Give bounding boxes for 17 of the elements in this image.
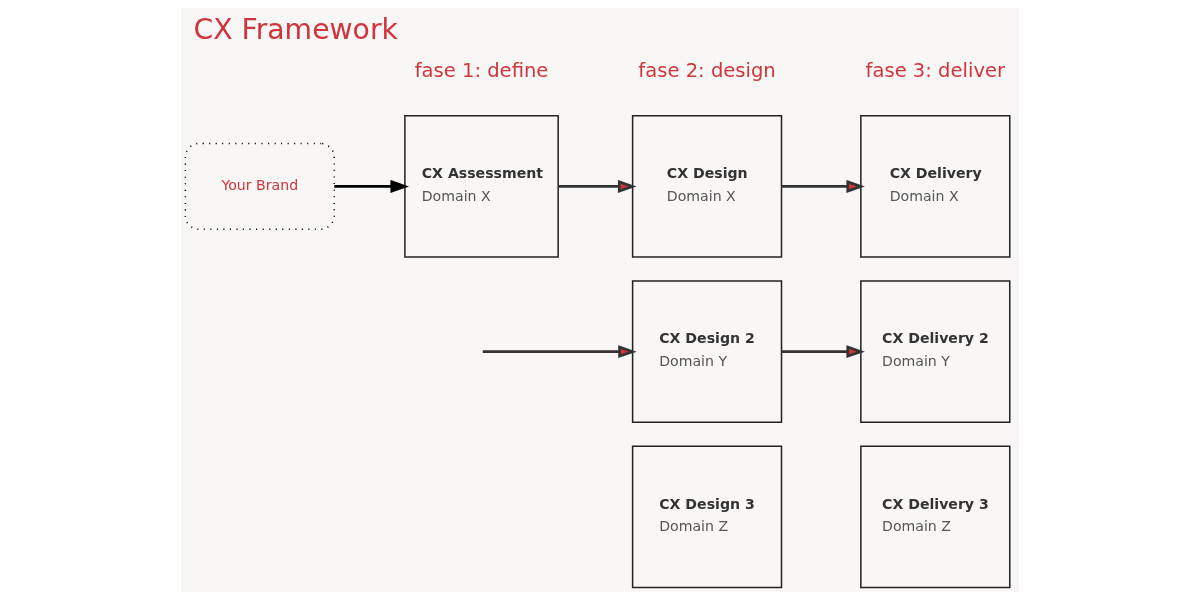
arrow: [781, 345, 865, 359]
node-box: CX Delivery 3 Domain Z: [860, 445, 1011, 589]
node-box: Your Brand: [184, 142, 335, 231]
arrow: [558, 179, 637, 193]
node-box: CX Delivery 2 Domain Y: [860, 280, 1011, 424]
arrow: [482, 345, 637, 359]
node-box: CX Assessment Domain X: [404, 115, 559, 258]
arrow: [334, 179, 409, 193]
label: fase 2: design: [638, 59, 776, 83]
label: fase 3: deliver: [865, 59, 1006, 83]
node-box: CX Design Domain X: [631, 115, 783, 258]
node-box: CX Design 3 Domain Z: [631, 445, 783, 589]
arrow: [781, 179, 865, 193]
label: fase 1: define: [414, 59, 549, 83]
diagram-title: CX Framework: [193, 13, 398, 47]
node-box: CX Delivery Domain X: [860, 115, 1011, 258]
node-box: CX Design 2 Domain Y: [631, 280, 783, 424]
